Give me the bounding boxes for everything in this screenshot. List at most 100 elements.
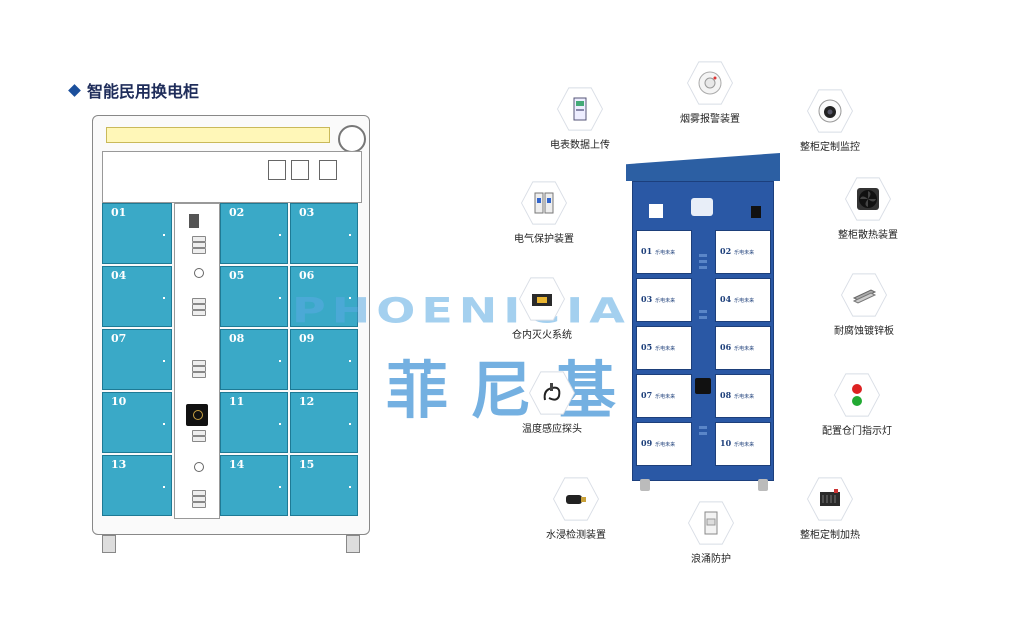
- feature-label: 烟雾报警装置: [680, 114, 740, 125]
- left-locker-door: 14: [220, 455, 288, 516]
- breaker-icon: [534, 192, 554, 214]
- vent: [699, 266, 707, 269]
- feature-surge: 浪涌防护: [688, 500, 734, 565]
- left-locker-door: 01: [102, 203, 172, 264]
- vent: [192, 236, 206, 242]
- feature-label: 水浸检测装置: [546, 530, 606, 541]
- feature-label: 仓内灭火系统: [512, 330, 572, 341]
- right-locker-brand: 乐电未来: [655, 298, 676, 304]
- center-screen: [189, 214, 199, 228]
- center-lock: [194, 462, 204, 472]
- cabinet-roof: [626, 153, 780, 181]
- right-locker-brand: 乐电未来: [734, 250, 755, 256]
- vent: [192, 310, 206, 316]
- diamond-icon: [68, 83, 81, 97]
- vent: [192, 242, 206, 248]
- right-locker-number: 09: [641, 438, 653, 448]
- vent: [192, 366, 206, 372]
- vent: [699, 310, 707, 313]
- feature-cooling: 整柜散热装置: [838, 176, 898, 241]
- left-locker-door: 10: [102, 392, 172, 453]
- indicator-light-icon: [852, 384, 862, 406]
- vent: [699, 316, 707, 319]
- brand-logo-icon: [691, 198, 713, 216]
- left-locker-door: 08: [220, 329, 288, 390]
- fire-extinguisher-icon: [532, 294, 552, 306]
- panel-button: [268, 160, 286, 180]
- left-locker-door: 07: [102, 329, 172, 390]
- panel-button: [291, 160, 309, 180]
- right-locker-brand: 乐电未来: [655, 394, 676, 400]
- left-locker-door: 04: [102, 266, 172, 327]
- feature-electric: 电气保护装置: [514, 180, 574, 245]
- vent: [192, 298, 206, 304]
- right-locker-brand: 乐电未来: [655, 250, 676, 256]
- feature-label: 整柜定制监控: [800, 142, 860, 153]
- left-locker-door: 13: [102, 455, 172, 516]
- cabinet-center-column: [174, 203, 220, 519]
- vent: [192, 360, 206, 366]
- feature-meter: 电表数据上传: [550, 86, 610, 151]
- vent: [192, 496, 206, 502]
- left-locker-door: 03: [290, 203, 358, 264]
- cabinet-knob: [338, 125, 366, 153]
- vent: [192, 248, 206, 254]
- right-locker-number: 06: [720, 342, 732, 352]
- metal-plate-icon: [852, 289, 877, 304]
- cabinet-top-panel: [102, 151, 362, 203]
- feature-label: 整柜散热装置: [838, 230, 898, 241]
- vent: [192, 304, 206, 310]
- vent: [192, 502, 206, 508]
- section-title-text: 智能民用换电柜: [87, 82, 200, 101]
- left-locker-door: 11: [220, 392, 288, 453]
- vent: [699, 432, 707, 435]
- center-lock: [194, 268, 204, 278]
- feature-label: 浪涌防护: [691, 554, 731, 565]
- card-reader-icon: [186, 404, 208, 426]
- cabinet-wheel: [758, 479, 768, 491]
- feature-indicator: 配置仓门指示灯: [822, 372, 892, 437]
- qr-code-icon: [649, 204, 663, 218]
- vent: [192, 490, 206, 496]
- cabinet-wheel: [640, 479, 650, 491]
- right-locker-number: 03: [641, 294, 653, 304]
- left-locker-door: 06: [290, 266, 358, 327]
- section-title: 智能民用换电柜: [68, 78, 200, 102]
- feature-water: 水浸检测装置: [546, 476, 606, 541]
- feature-label: 耐腐蚀镀锌板: [834, 326, 894, 337]
- feature-fire: 仓内灭火系统: [512, 276, 572, 341]
- cabinet-foot: [102, 535, 116, 553]
- feature-plate: 耐腐蚀镀锌板: [834, 272, 894, 337]
- vent: [192, 430, 206, 436]
- right-locker-brand: 乐电未来: [734, 298, 755, 304]
- cabinet-screen: [751, 206, 761, 218]
- right-center-column: [691, 230, 715, 474]
- panel-button: [319, 160, 337, 180]
- cabinet-light-bar: [106, 127, 330, 143]
- feature-smoke: 烟雾报警装置: [680, 60, 740, 125]
- left-locker-door: 05: [220, 266, 288, 327]
- heater-icon: [820, 489, 840, 506]
- vent: [699, 260, 707, 263]
- cabinet-foot: [346, 535, 360, 553]
- left-locker-door: 15: [290, 455, 358, 516]
- vent: [192, 372, 206, 378]
- feature-label: 电表数据上传: [550, 140, 610, 151]
- water-sensor-icon: [566, 495, 586, 504]
- right-locker-brand: 乐电未来: [734, 394, 755, 400]
- feature-label: 电气保护装置: [514, 234, 574, 245]
- fan-icon: [857, 188, 879, 210]
- camera-icon: [818, 99, 842, 123]
- feature-label: 温度感应探头: [522, 424, 582, 435]
- right-locker-brand: 乐电未来: [655, 442, 676, 448]
- watermark-chinese: 菲尼基: [386, 354, 639, 427]
